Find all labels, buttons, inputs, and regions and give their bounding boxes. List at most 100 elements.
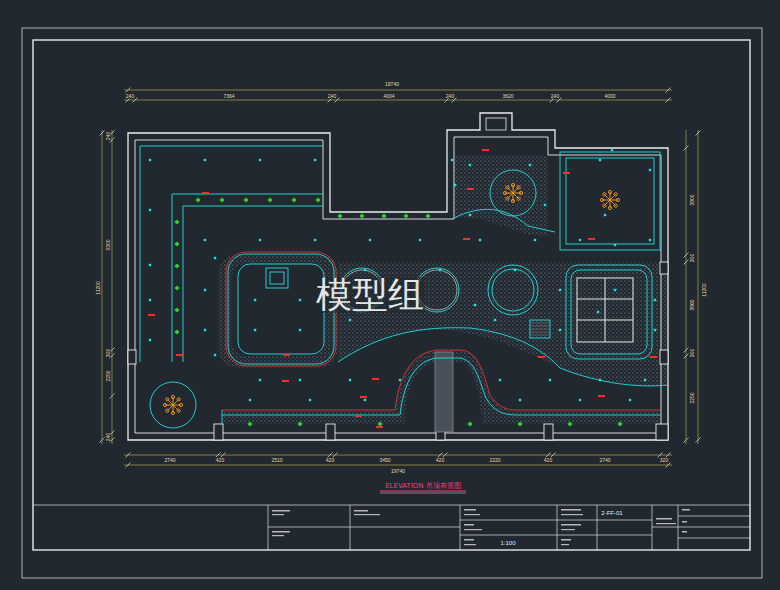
dimension-value: 3620 [501,94,514,99]
dimension-tick [126,453,131,458]
dimension-value: 420 [543,458,553,463]
chandelier-lamp [614,204,617,207]
downlight [599,159,601,161]
dimension-value: 420 [325,458,335,463]
spotlight [359,213,364,218]
dimension-value: 19740 [390,469,406,474]
chandelier-lamp [166,398,169,401]
callout-mark [376,426,383,428]
downlight [204,329,206,331]
spotlight [381,213,386,218]
chandelier-symbol [600,190,619,209]
spotlight [174,219,179,224]
downlight [254,299,256,301]
dimension-value: 320 [659,458,669,463]
title-underline [380,493,466,494]
callout-mark [598,395,605,397]
dimension-value: 2740 [598,458,611,463]
dimension-value: 2740 [163,458,176,463]
dimension-value: 300 [690,253,695,263]
downlight [597,311,599,313]
downlight [499,379,501,381]
dimension-tick [100,438,105,443]
downlight [259,239,261,241]
downlight [364,399,366,401]
dimension-value: 2250 [106,369,111,382]
dimension-tick [696,131,701,136]
dimension-value: 240 [106,131,111,141]
ceiling-island [232,264,324,356]
dimension-value: 11200 [96,280,101,296]
chandelier-lamp [171,411,174,414]
dimension-tick [684,253,689,258]
callout-mark [563,172,570,174]
title-block-cell: 1:100 [499,540,516,546]
downlight [299,299,301,301]
dimension-tick [126,88,131,93]
dimension-value: 300 [106,348,111,358]
dimension-value: 4000 [603,94,616,99]
dimension-value: 3450 [378,458,391,463]
downlight [649,239,651,241]
downlight [149,299,151,301]
downlight [419,239,421,241]
spotlight [567,421,572,426]
title-underline [380,491,466,492]
downlight [249,399,251,401]
callout-mark [148,149,657,428]
downlight [204,159,206,161]
dimension-tick [684,260,689,265]
chandelier-lamp [517,197,520,200]
wall [128,113,668,440]
downlight [549,379,551,381]
downlight [579,399,581,401]
drawing-frame [33,40,750,550]
downlight [399,379,401,381]
dimension-tick [666,98,671,103]
chandelier-lamp [517,186,520,189]
callout-mark [538,356,545,358]
dimension-value: 240 [445,94,455,99]
chandelier-lamp [171,395,174,398]
chandelier-symbol [163,183,619,414]
callout-mark [467,188,474,190]
spotlight [174,197,622,426]
spotlight [247,421,252,426]
downlight [469,164,471,166]
dimension-tick [100,88,701,468]
dimension-tick [684,354,689,359]
dimension-tick [684,146,689,151]
dimension-value: 7364 [222,94,235,99]
skylight-grid [577,278,633,342]
downlight [611,149,613,151]
spotlight [377,421,382,426]
spotlight [517,421,522,426]
spotlight [403,213,408,218]
chandelier-lamp [177,398,180,401]
downlight [494,319,496,321]
downlight [149,264,151,266]
spotlight [467,421,472,426]
callout-mark [176,354,183,356]
ceiling-line [140,146,668,428]
hatch-box [531,323,549,335]
chandelier-lamp [608,190,611,193]
dimension-tick [666,88,671,93]
downlight [559,329,561,331]
downlight [299,379,301,381]
spotlight [174,285,179,290]
dimension-value: 5300 [106,238,111,251]
callout-mark [282,380,289,382]
watermark: 模型组 [315,277,425,313]
chandelier-lamp [506,186,509,189]
chandelier-lamp [163,403,166,406]
downlight [314,159,316,161]
callout-mark [355,415,362,417]
chandelier-lamp [506,197,509,200]
dimension-value: 2250 [690,391,695,404]
downlight [629,399,631,401]
spotlight [315,197,320,202]
dimension-value: 4004 [382,94,395,99]
downlight [559,289,561,291]
